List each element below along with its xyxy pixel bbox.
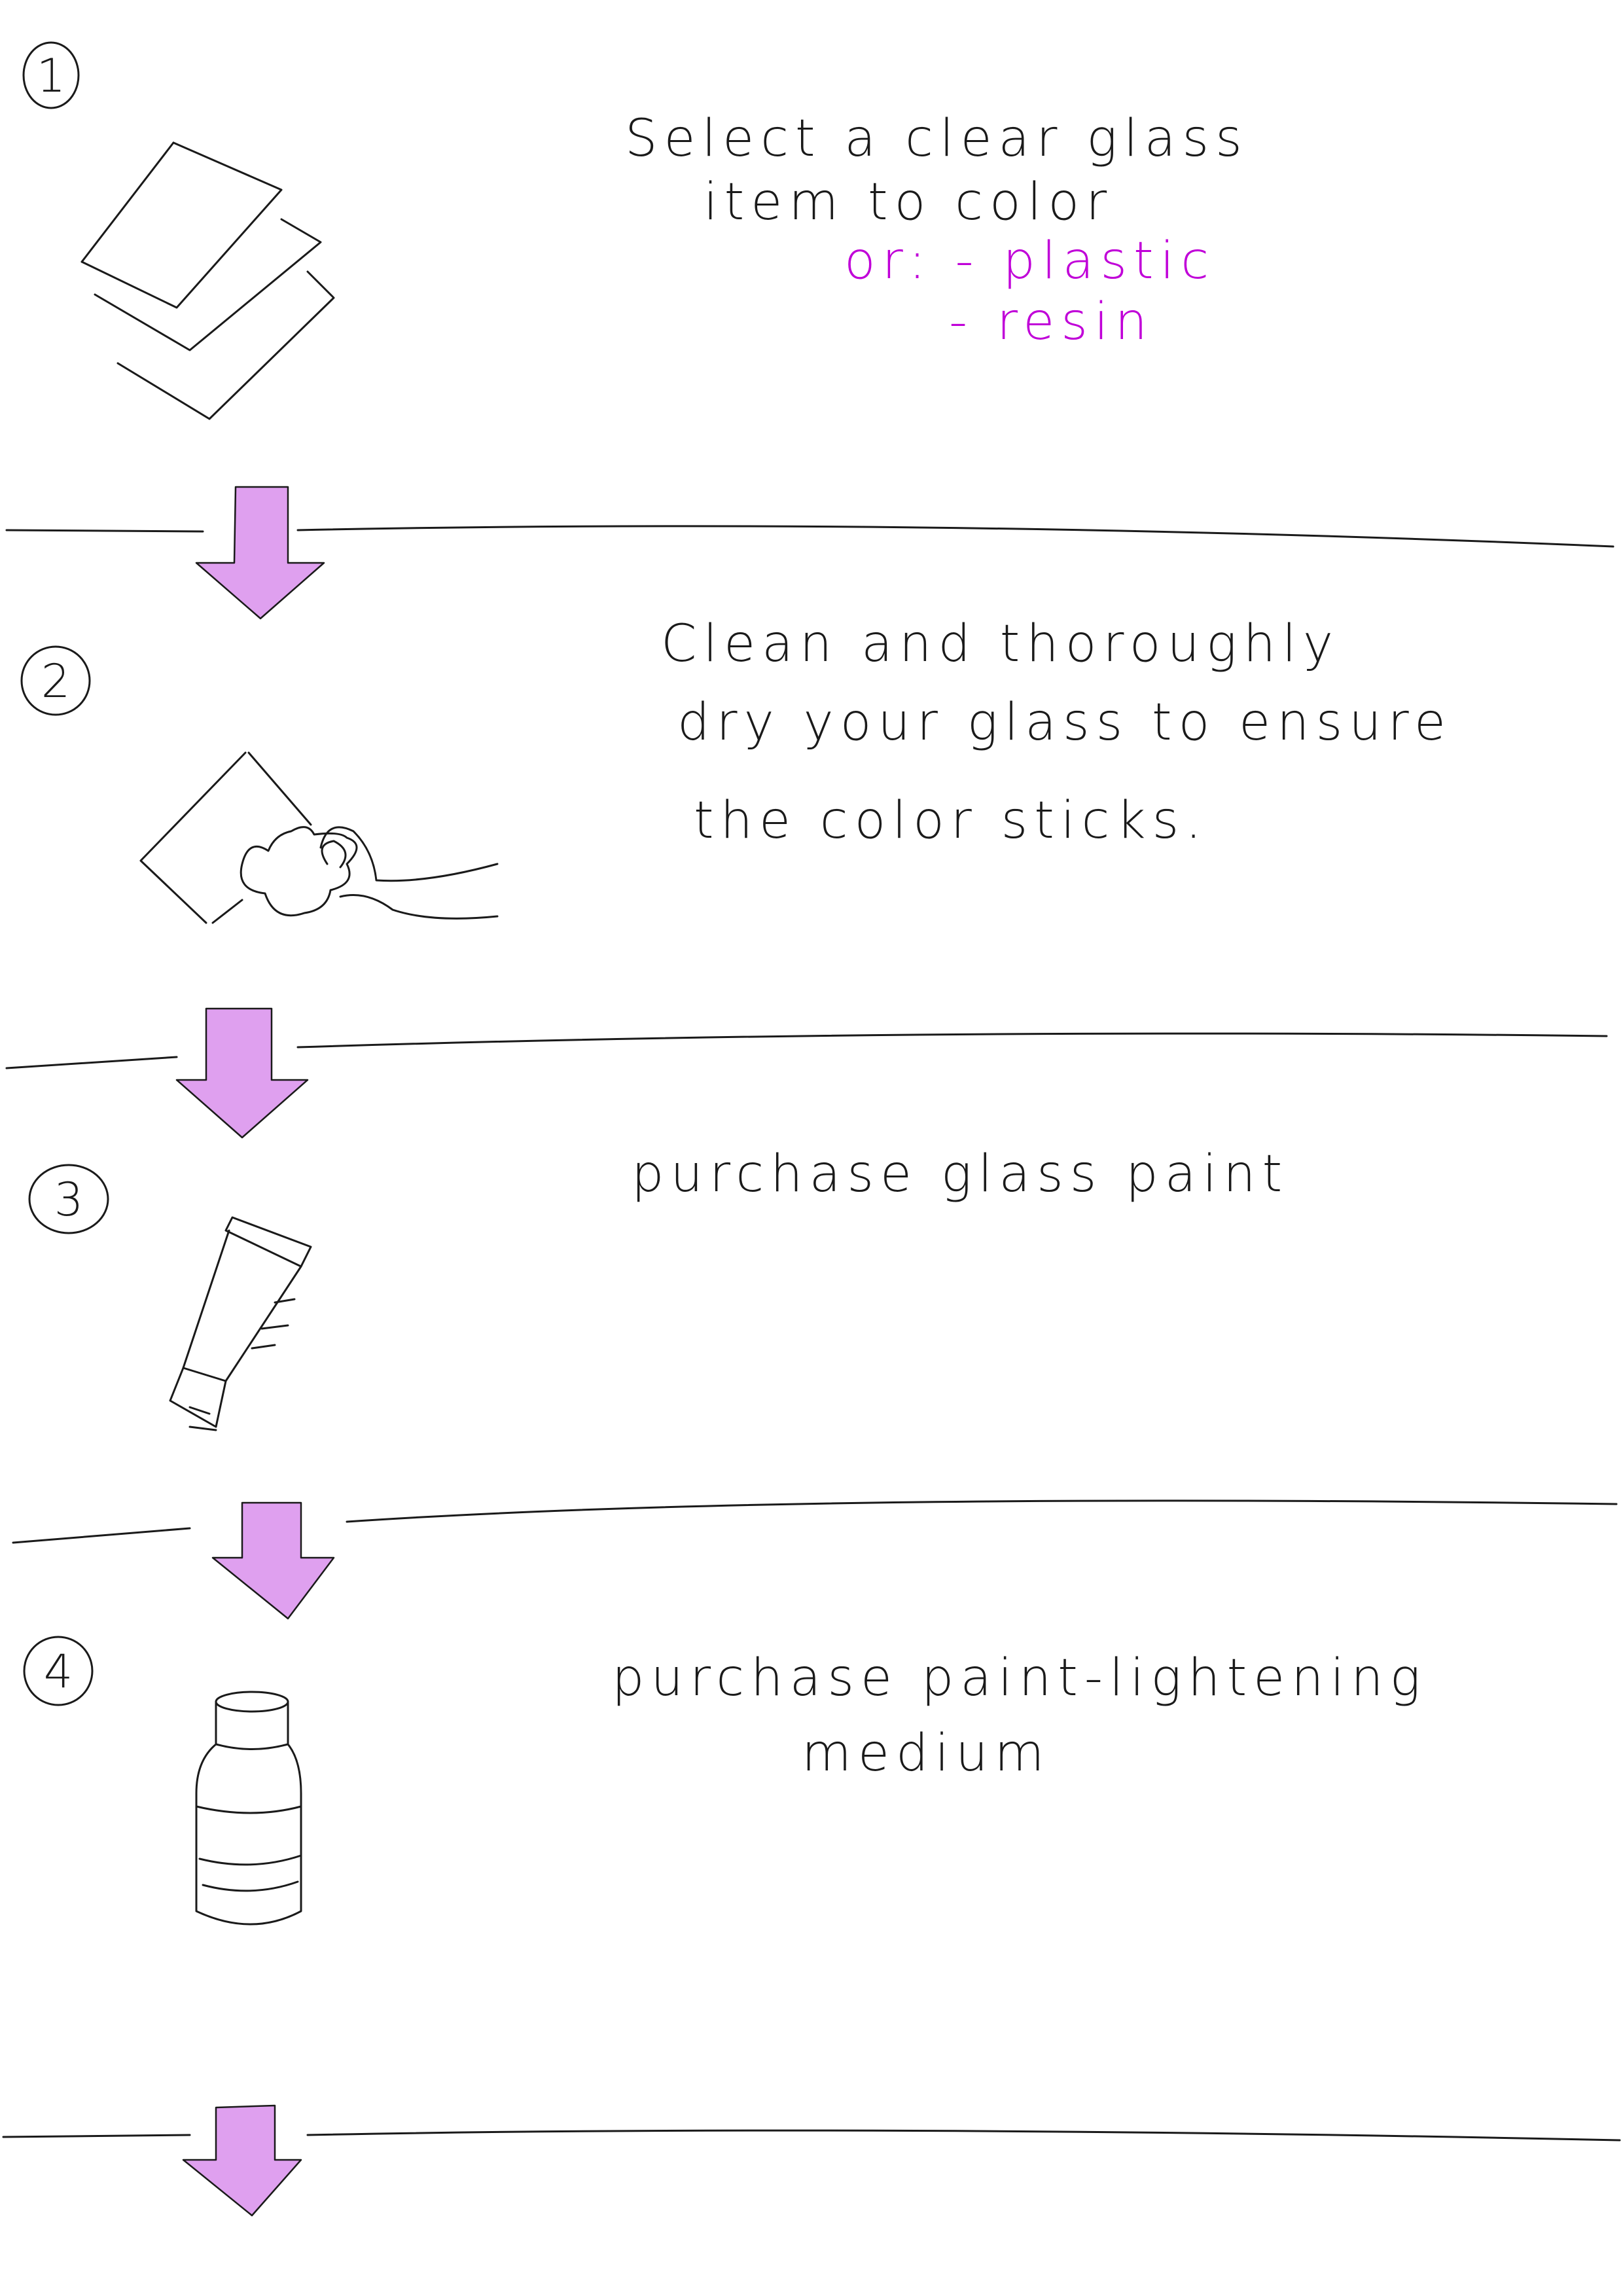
glass-sheets-icon — [80, 141, 335, 420]
step-1-note-2: - resin — [949, 293, 1154, 351]
step-number-circle — [20, 645, 91, 716]
divider-line — [2, 2129, 1621, 2142]
step-1-note-1: or: - plastic — [844, 232, 1215, 291]
step-number: 1 — [37, 49, 66, 103]
step-1-line-2: item to color — [704, 173, 1113, 232]
step-3: 3 purchase glass paint — [28, 1145, 1289, 1431]
medium-bottle-icon — [195, 1691, 302, 1926]
glass-cleaning-cloth-icon — [139, 751, 499, 924]
step-2-line-1: Clean and thoroughly — [661, 615, 1340, 673]
divider-3 — [12, 1499, 1618, 1620]
step-4-line-2: medium — [802, 1724, 1051, 1783]
down-arrow-icon — [175, 1007, 309, 1139]
step-2-line-2: dry your glass to ensure — [677, 693, 1452, 752]
step-3-line-1: purchase glass paint — [632, 1145, 1289, 1204]
step-number: 2 — [41, 655, 71, 708]
step-number: 3 — [54, 1173, 84, 1227]
divider-2 — [5, 1007, 1608, 1139]
down-arrow-icon — [195, 486, 325, 620]
step-2: 2 Clean and thoroughly dry your glass to… — [20, 615, 1452, 924]
step-1: 1 Select a clear glass item to color or:… — [22, 41, 1249, 420]
down-arrow-icon — [211, 1501, 335, 1620]
step-1-line-1: Select a clear glass — [625, 109, 1249, 168]
step-number-circle — [28, 1164, 109, 1234]
step-4: 4 purchase paint-lightening medium — [23, 1636, 1427, 1926]
paint-tube-icon — [169, 1216, 312, 1431]
divider-line — [5, 525, 1614, 548]
step-2-line-3: the color sticks. — [694, 791, 1208, 850]
step-number-circle — [23, 1636, 94, 1706]
step-number-circle — [22, 41, 80, 109]
divider-1 — [5, 486, 1614, 620]
step-4-line-1: purchase paint-lightening — [612, 1649, 1427, 1708]
divider-4 — [2, 2104, 1621, 2217]
divider-line — [5, 1032, 1608, 1069]
down-arrow-icon — [182, 2104, 302, 2217]
divider-line — [12, 1499, 1618, 1544]
step-number: 4 — [44, 1645, 73, 1698]
